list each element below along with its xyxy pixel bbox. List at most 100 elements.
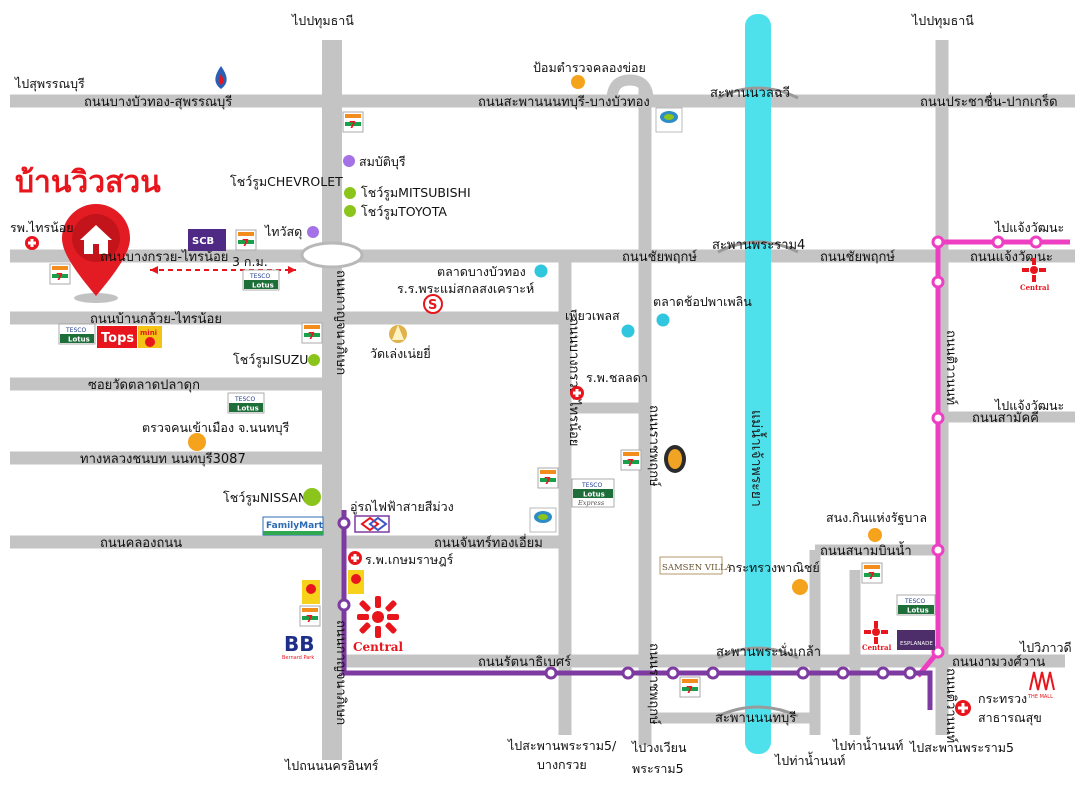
seven-eleven-icon-8: 7 (679, 676, 701, 698)
roadname-ban-kluay: ถนนบ้านกล้วย-ไทรน้อย (90, 311, 222, 327)
poi-dot-sombat (343, 155, 355, 167)
seven-eleven-icon-1: 7 (342, 111, 364, 133)
poi-depot-purple: อู่รถไฟฟ้าสายสีม่วง (350, 499, 454, 515)
bigc-icon-2 (348, 570, 364, 594)
poi-dot-toyota (344, 205, 356, 217)
roadname-3087: ทางหลวงชนบท นนทบุรี3087 (80, 451, 246, 467)
seven-eleven-icon-2: 7 (235, 229, 257, 251)
poi-dot-commerce (792, 579, 808, 595)
poi-hospital-chonlada: ร.พ.ชลลดา (586, 370, 648, 385)
svg-text:7: 7 (56, 272, 63, 283)
svg-text:S: S (428, 298, 437, 313)
roadname-bangkruai-sainoi: ถนนบางกรวย-ไทรน้อย (100, 249, 228, 265)
svg-text:BB: BB (284, 632, 315, 656)
svg-text:mini: mini (140, 329, 157, 337)
roadname-soi-wat: ซอยวัดตลาดปลาดุก (88, 378, 200, 393)
river-label: แม่น้ำเจ้าพระยา (748, 410, 767, 507)
roadname-sanambinnam: ถนนสนามบินน้ำ (820, 541, 912, 559)
svg-text:THE MALL: THE MALL (1027, 694, 1053, 700)
svg-text:7: 7 (544, 476, 551, 487)
roadname-bangbuathong: ถนนบางบัวทอง-สุพรรณบุรี (84, 94, 232, 110)
poi-dot-isuzu (308, 354, 320, 366)
familymart-logo: FamilyMart (262, 516, 324, 536)
bridge-arc-1 (717, 86, 799, 100)
poi-dot-thaiwatsadu (307, 226, 319, 238)
poi-dot-chopphaphlin (656, 313, 670, 327)
seven-eleven-icon-7: 7 (861, 562, 883, 584)
hospital-cross-icon (25, 236, 39, 250)
poi-hospital-kasemrad: ร.พ.เกษมราษฎร์ (365, 552, 454, 567)
poi-talad-bangbuathong: ตลาดบางบัวทอง (437, 264, 526, 279)
roadname-bangkruai-vertical: ถนนบางกรวย-ไทรน้อย (566, 318, 582, 446)
svg-text:7: 7 (242, 238, 249, 249)
poi-ministry-health-1: กระทรวง (978, 691, 1027, 706)
interchange (300, 241, 364, 269)
poi-thaiwatsadu: ไทวัสดุ (264, 224, 302, 240)
poi-dot-phiaopless (621, 324, 635, 338)
samsen-villa-text: SAMSEN VILLA (662, 563, 733, 573)
project-title: บ้านวิวสวน (15, 165, 161, 200)
the-mall-logo: THE MALL (1027, 671, 1055, 700)
bridge-label-nonthaburi: สะพานนนทบุรี (715, 710, 796, 726)
bb-logo: BB Bernard Park (282, 632, 315, 661)
label-to-suphan: ไปสุพรรณบุรี (14, 76, 85, 92)
central-logo-small-1: Central (1020, 258, 1050, 292)
bridge-label-rama4: สะพานพระราม4 (712, 238, 805, 253)
svg-text:7: 7 (868, 571, 875, 582)
label-pier-2: ไปท่าน้ำนนท์ (774, 751, 845, 768)
bangchak-logo-1 (655, 107, 683, 133)
roadname-prachachuen: ถนนประชาชื่น-ปากเกร็ด (920, 92, 1058, 110)
svg-text:TESCO: TESCO (249, 273, 270, 280)
svg-text:Lotus: Lotus (907, 607, 929, 615)
svg-text:7: 7 (306, 614, 313, 625)
hospital-health-icon (955, 700, 971, 716)
roadname-chaiyaphruek-2: ถนนชัยพฤกษ์ (820, 249, 895, 265)
poi-isuzu: โชว์รูมISUZU (233, 352, 308, 368)
svg-text:TESCO: TESCO (65, 327, 86, 334)
depot-train-icon (354, 515, 390, 533)
label-rama5: พระราม5 (632, 761, 684, 776)
poi-school: ร.ร.พระแม่สกลสงเคราะห์ (397, 281, 534, 296)
poi-dot-immigration (188, 433, 206, 451)
samsen-villa-logo: SAMSEN VILLA (659, 556, 733, 575)
poi-toyota: โชว์รูมTOYOTA (361, 204, 447, 220)
tesco-lotus-logo-1: TESCO Lotus (242, 269, 280, 291)
central-logo-small-2: Central (862, 621, 892, 652)
bridge-arc-2 (717, 240, 799, 254)
svg-text:Central: Central (353, 640, 404, 654)
svg-text:TESCO: TESCO (234, 396, 255, 403)
poi-dot-talad (534, 264, 548, 278)
svg-text:ESPLANADE: ESPLANADE (900, 641, 933, 647)
poi-chopphaphlin: ตลาดช้อปพาเพลิน (653, 294, 752, 309)
svg-text:FamilyMart: FamilyMart (266, 521, 324, 531)
roadname-kanchanaphisek-1: ถนนกาญจนาภิเษก (333, 270, 348, 375)
roadname-tiwanon: ถนนติวานนท์ (943, 330, 959, 405)
road-uturn (606, 74, 654, 101)
svg-text:TESCO: TESCO (581, 482, 602, 489)
purple-line (341, 510, 933, 710)
svg-text:Bernard Park: Bernard Park (282, 655, 314, 661)
roadname-chaiyaphruek-1: ถนนชัยพฤกษ์ (622, 249, 697, 265)
seven-eleven-icon-9: 7 (299, 605, 321, 627)
tesco-lotus-logo-3: TESCO Lotus (227, 392, 265, 414)
bangchak-logo-2 (529, 507, 557, 533)
mini-logo: mini (138, 326, 162, 348)
tesco-lotus-logo-2: TESCO Lotus (58, 323, 96, 345)
poi-nissan: โชว์รูมNISSAN (223, 490, 307, 506)
svg-text:Express: Express (577, 499, 605, 507)
label-to-rama5-bridge: ไปสะพานพระราม5/ (507, 738, 617, 753)
svg-text:7: 7 (349, 120, 356, 131)
tesco-lotus-express-logo: TESCO Lotus Express (571, 478, 615, 508)
label-to-vibhavadi: ไปวิภาวดี (1019, 640, 1072, 655)
arrow-head-right (288, 266, 296, 274)
ptt-station-icon (215, 66, 227, 89)
tops-logo: Tops (97, 326, 137, 348)
roadname-chan-thongiam: ถนนจันทร์ทองเอี่ยม (434, 534, 543, 551)
poi-dot-mitsubishi (344, 187, 356, 199)
roadname-kanchanaphisek-2: ถนนกาญจนาภิเษก (333, 620, 348, 725)
svg-text:TESCO: TESCO (904, 598, 925, 605)
emblem-icon (664, 445, 686, 473)
bridge-label-phranangklao: สะพานพระนั่งเกล้า (716, 643, 821, 660)
